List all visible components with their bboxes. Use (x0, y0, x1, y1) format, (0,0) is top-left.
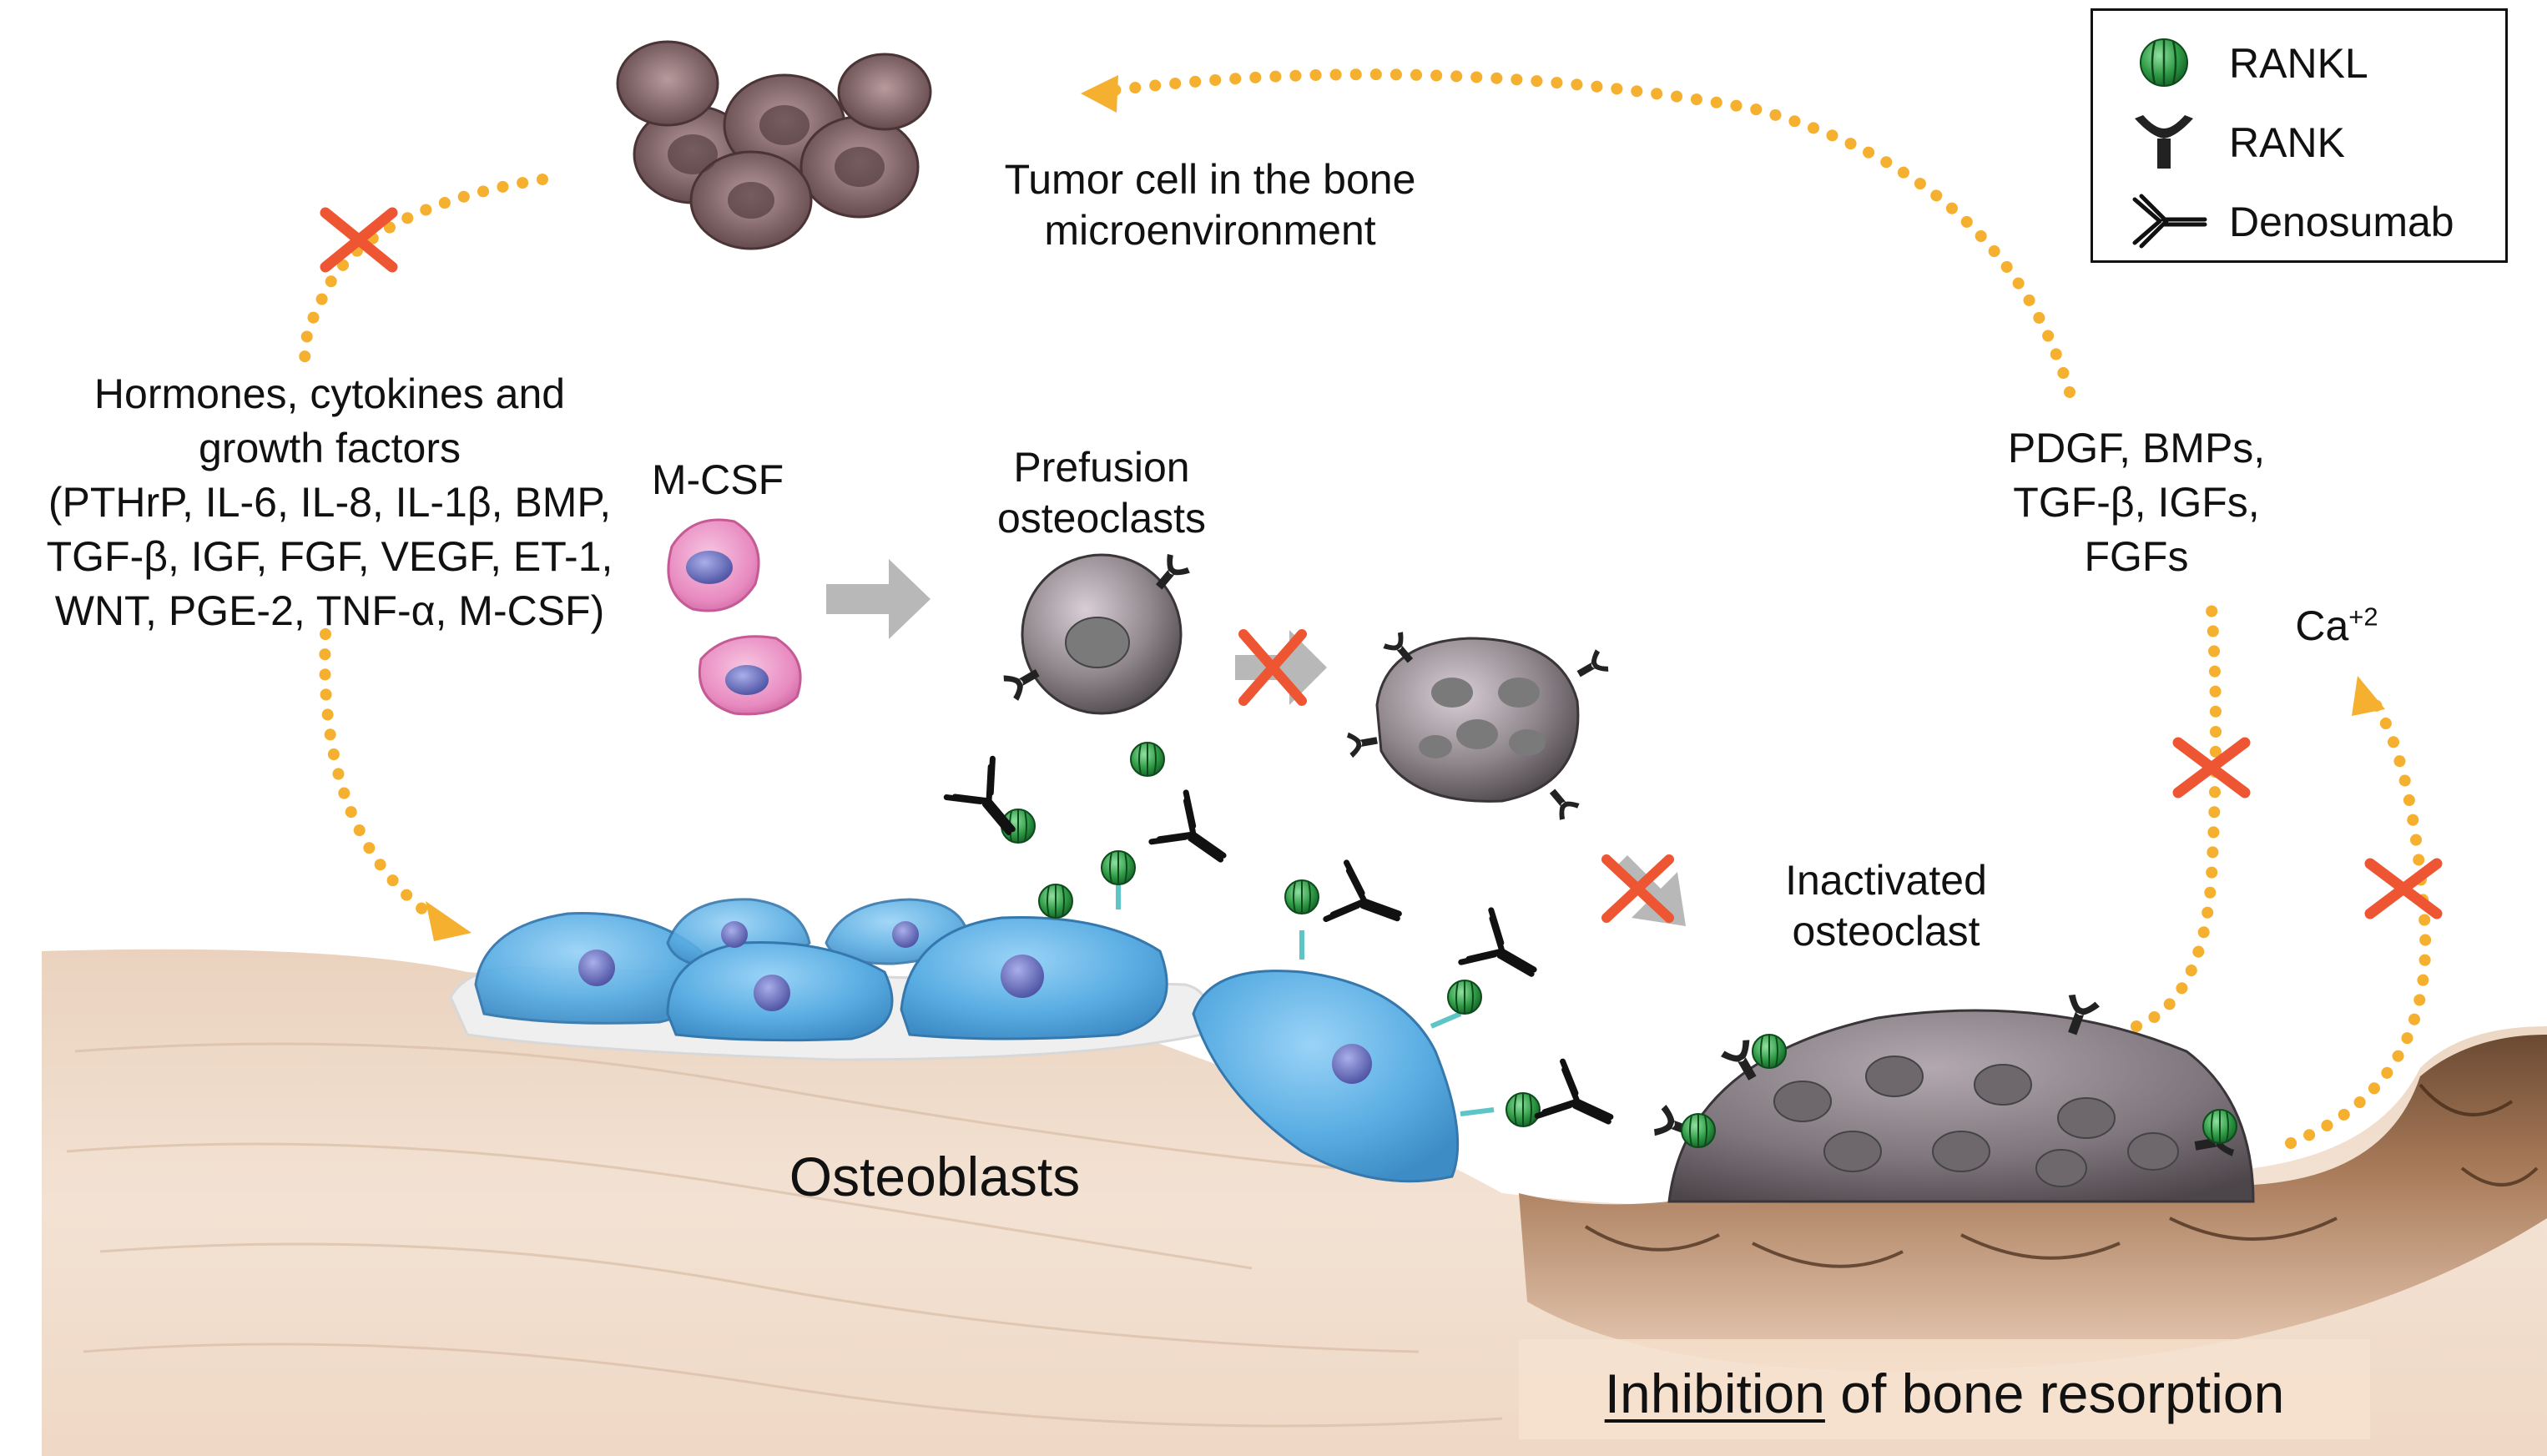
calcium-release-path (2285, 691, 2432, 1149)
mcsf-cells (667, 518, 802, 716)
maturation-arrow (826, 559, 931, 639)
rankl-molecules (1001, 742, 1541, 1127)
prefusion-label-line2: osteoclasts (996, 495, 1207, 542)
growth-factors-line1: PDGF, BMPs, (2007, 425, 2266, 471)
rank-icon (2135, 115, 2193, 169)
tumor-label: Tumor cell in the bone microenvironment (960, 154, 1460, 256)
legend-denosumab-label: Denosumab (2229, 199, 2454, 245)
hormones-label-line2: growth factors (198, 425, 461, 471)
blocked-fusion-arrow (1235, 629, 1327, 706)
inhibition-rest: of bone resorption (1824, 1363, 2285, 1424)
growth-factors-line2: TGF-β, IGFs, (2013, 479, 2260, 526)
dotted-arrowheads (426, 75, 2385, 941)
inhibition-caption: Inhibition of bone resorption (1519, 1360, 2370, 1428)
inactivated-osteoclast-label: Inactivated osteoclast (1736, 855, 2036, 957)
prefusion-osteoclast (1001, 552, 1192, 715)
fusing-osteoclast (1346, 630, 1611, 822)
rankl-icon (2140, 38, 2188, 87)
hormones-label-line4: TGF-β, IGF, FGF, VEGF, ET-1, (46, 533, 613, 580)
legend-rank-label: RANK (2229, 119, 2345, 166)
prefusion-label-line1: Prefusion (1013, 444, 1190, 491)
inactivated-osteoclast (1652, 992, 2255, 1203)
blocked-activation-arrow (1601, 854, 1686, 926)
hormones-label-line3: (PTHrP, IL-6, IL-8, IL-1β, BMP, (48, 479, 612, 526)
legend-row-rank: RANK (2093, 107, 2505, 174)
tumor-label-line2: microenvironment (1044, 207, 1376, 254)
hormones-label-line5: WNT, PGE-2, TNF-α, M-CSF) (54, 587, 605, 634)
tumor-cell-cluster (616, 40, 932, 250)
osteoblast-cells (474, 898, 1460, 1183)
tumor-label-line1: Tumor cell in the bone (1004, 156, 1416, 203)
calcium-superscript: +2 (2348, 602, 2378, 632)
inhibition-word: Inhibition (1604, 1363, 1825, 1424)
calcium-base: Ca (2295, 602, 2349, 649)
inactivated-label-line1: Inactivated (1785, 857, 1987, 904)
legend-box: RANKL RANK Denosumab (2091, 8, 2508, 263)
dotted-arrows (299, 68, 2432, 1149)
growth-factors-line3: FGFs (2084, 533, 2189, 580)
prefusion-label: Prefusion osteoclasts (960, 442, 1243, 544)
legend-row-denosumab: Denosumab (2093, 186, 2505, 253)
bone-texture (66, 1042, 1503, 1428)
inhibition-caption-box (1519, 1339, 2370, 1439)
legend-row-rankl: RANKL (2093, 28, 2505, 94)
factors-to-tumor-path (1096, 68, 2075, 398)
calcium-label: Ca+2 (2270, 601, 2403, 652)
hormones-label: Hormones, cytokines and growth factors (… (0, 367, 659, 638)
hormones-to-osteoblast-path (319, 628, 440, 924)
osteoblasts-label: Osteoblasts (789, 1146, 1081, 1207)
mcsf-label: M-CSF (651, 456, 784, 503)
resorption-pit (1519, 1035, 2547, 1372)
tumor-to-hormones-path (299, 174, 548, 373)
hormones-label-line1: Hormones, cytokines and (93, 370, 566, 417)
inactivated-label-line2: osteoclast (1792, 908, 1980, 955)
legend-rankl-label: RANKL (2229, 40, 2368, 87)
growth-factors-label: PDGF, BMPs, TGF-β, IGFs, FGFs (1978, 421, 2295, 584)
denosumab-icon (2132, 194, 2207, 249)
inhibition-x-marks (320, 207, 2443, 919)
pit-texture (1584, 1083, 2539, 1268)
osteoclast-to-factors-path (2131, 603, 2222, 1032)
